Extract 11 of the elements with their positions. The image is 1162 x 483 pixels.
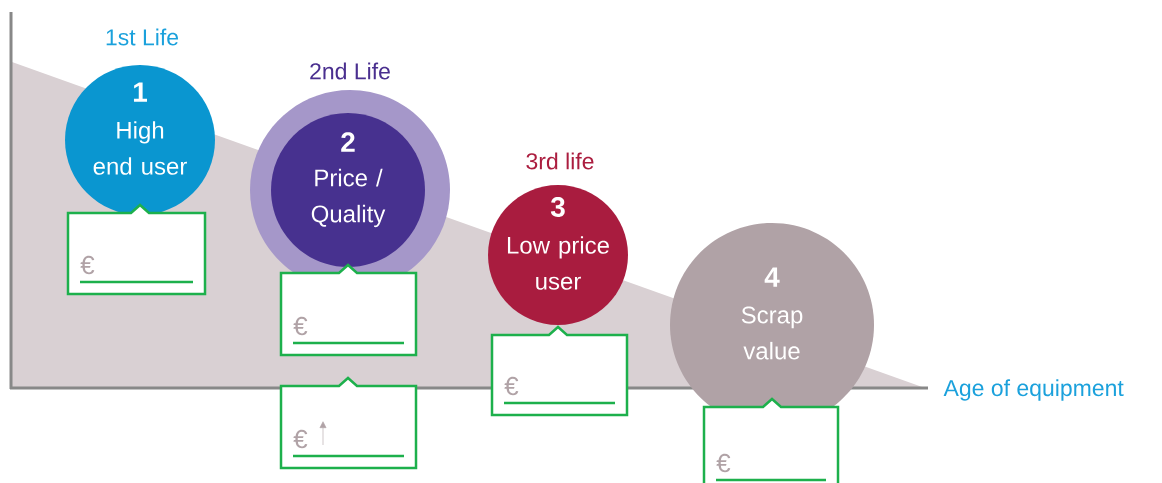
price-callout-box: € (66, 203, 207, 296)
price-callout-box: € (279, 376, 418, 470)
price-callout-box: € (279, 263, 418, 357)
node-label: 2nd Life (310, 62, 390, 80)
circle-badge: 4 Scrap value (670, 223, 874, 427)
price-callout-box: € (490, 325, 629, 417)
circle-badge: 3rd life 3 Low price user (488, 152, 628, 325)
node-label: 1st Life (106, 28, 179, 46)
node-label: 3rd life (526, 152, 594, 170)
price-callout-box: € (702, 397, 840, 483)
axis-label: Age of equipment (943, 379, 1124, 401)
